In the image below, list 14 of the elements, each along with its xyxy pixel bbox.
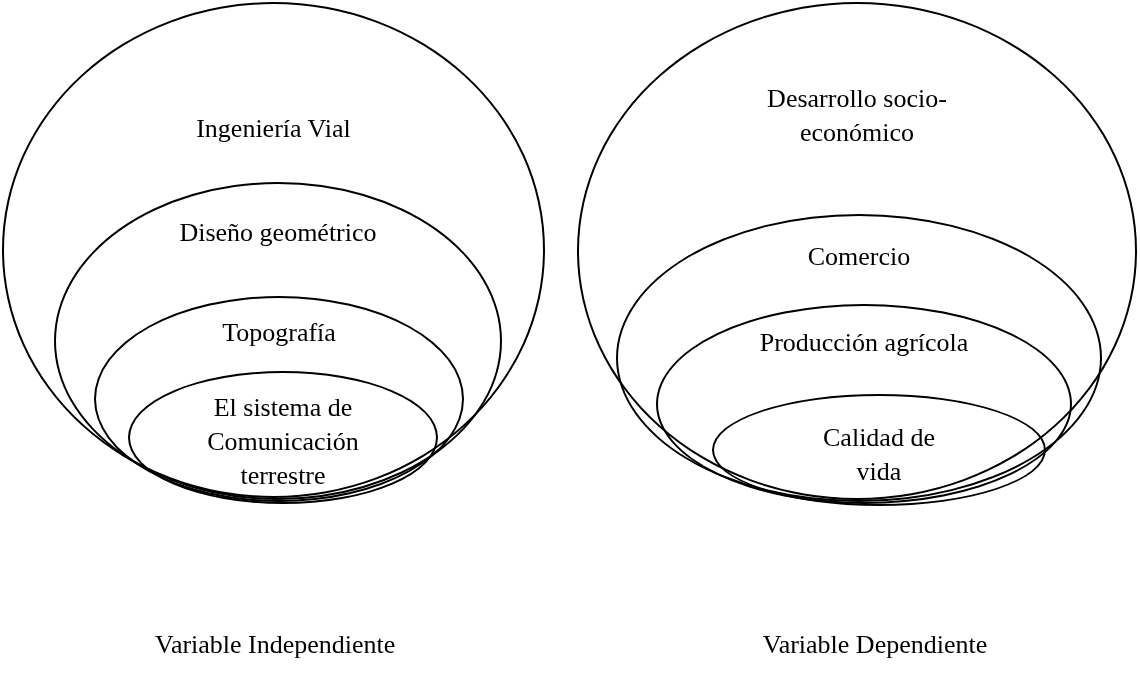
ellipse <box>712 394 1046 506</box>
ellipse-label: Ingeniería Vial <box>195 113 352 145</box>
ellipse-label: Producción agrícola <box>758 327 970 359</box>
ellipse <box>94 296 464 502</box>
ellipse <box>128 371 438 504</box>
ellipse <box>656 304 1072 504</box>
ellipse-label: Desarrollo socio-económico <box>766 83 948 149</box>
ellipse-label: El sistema de Comunicación terrestre <box>206 392 360 492</box>
ellipse-label: Calidad de vida <box>822 422 936 488</box>
caption-text: Variable Independiente <box>155 629 395 661</box>
ellipse-label: Topografía <box>221 317 337 349</box>
caption-text: Variable Dependiente <box>761 629 989 661</box>
ellipse-label: Comercio <box>806 241 912 273</box>
ellipse-label: Diseño geométrico <box>178 217 378 249</box>
